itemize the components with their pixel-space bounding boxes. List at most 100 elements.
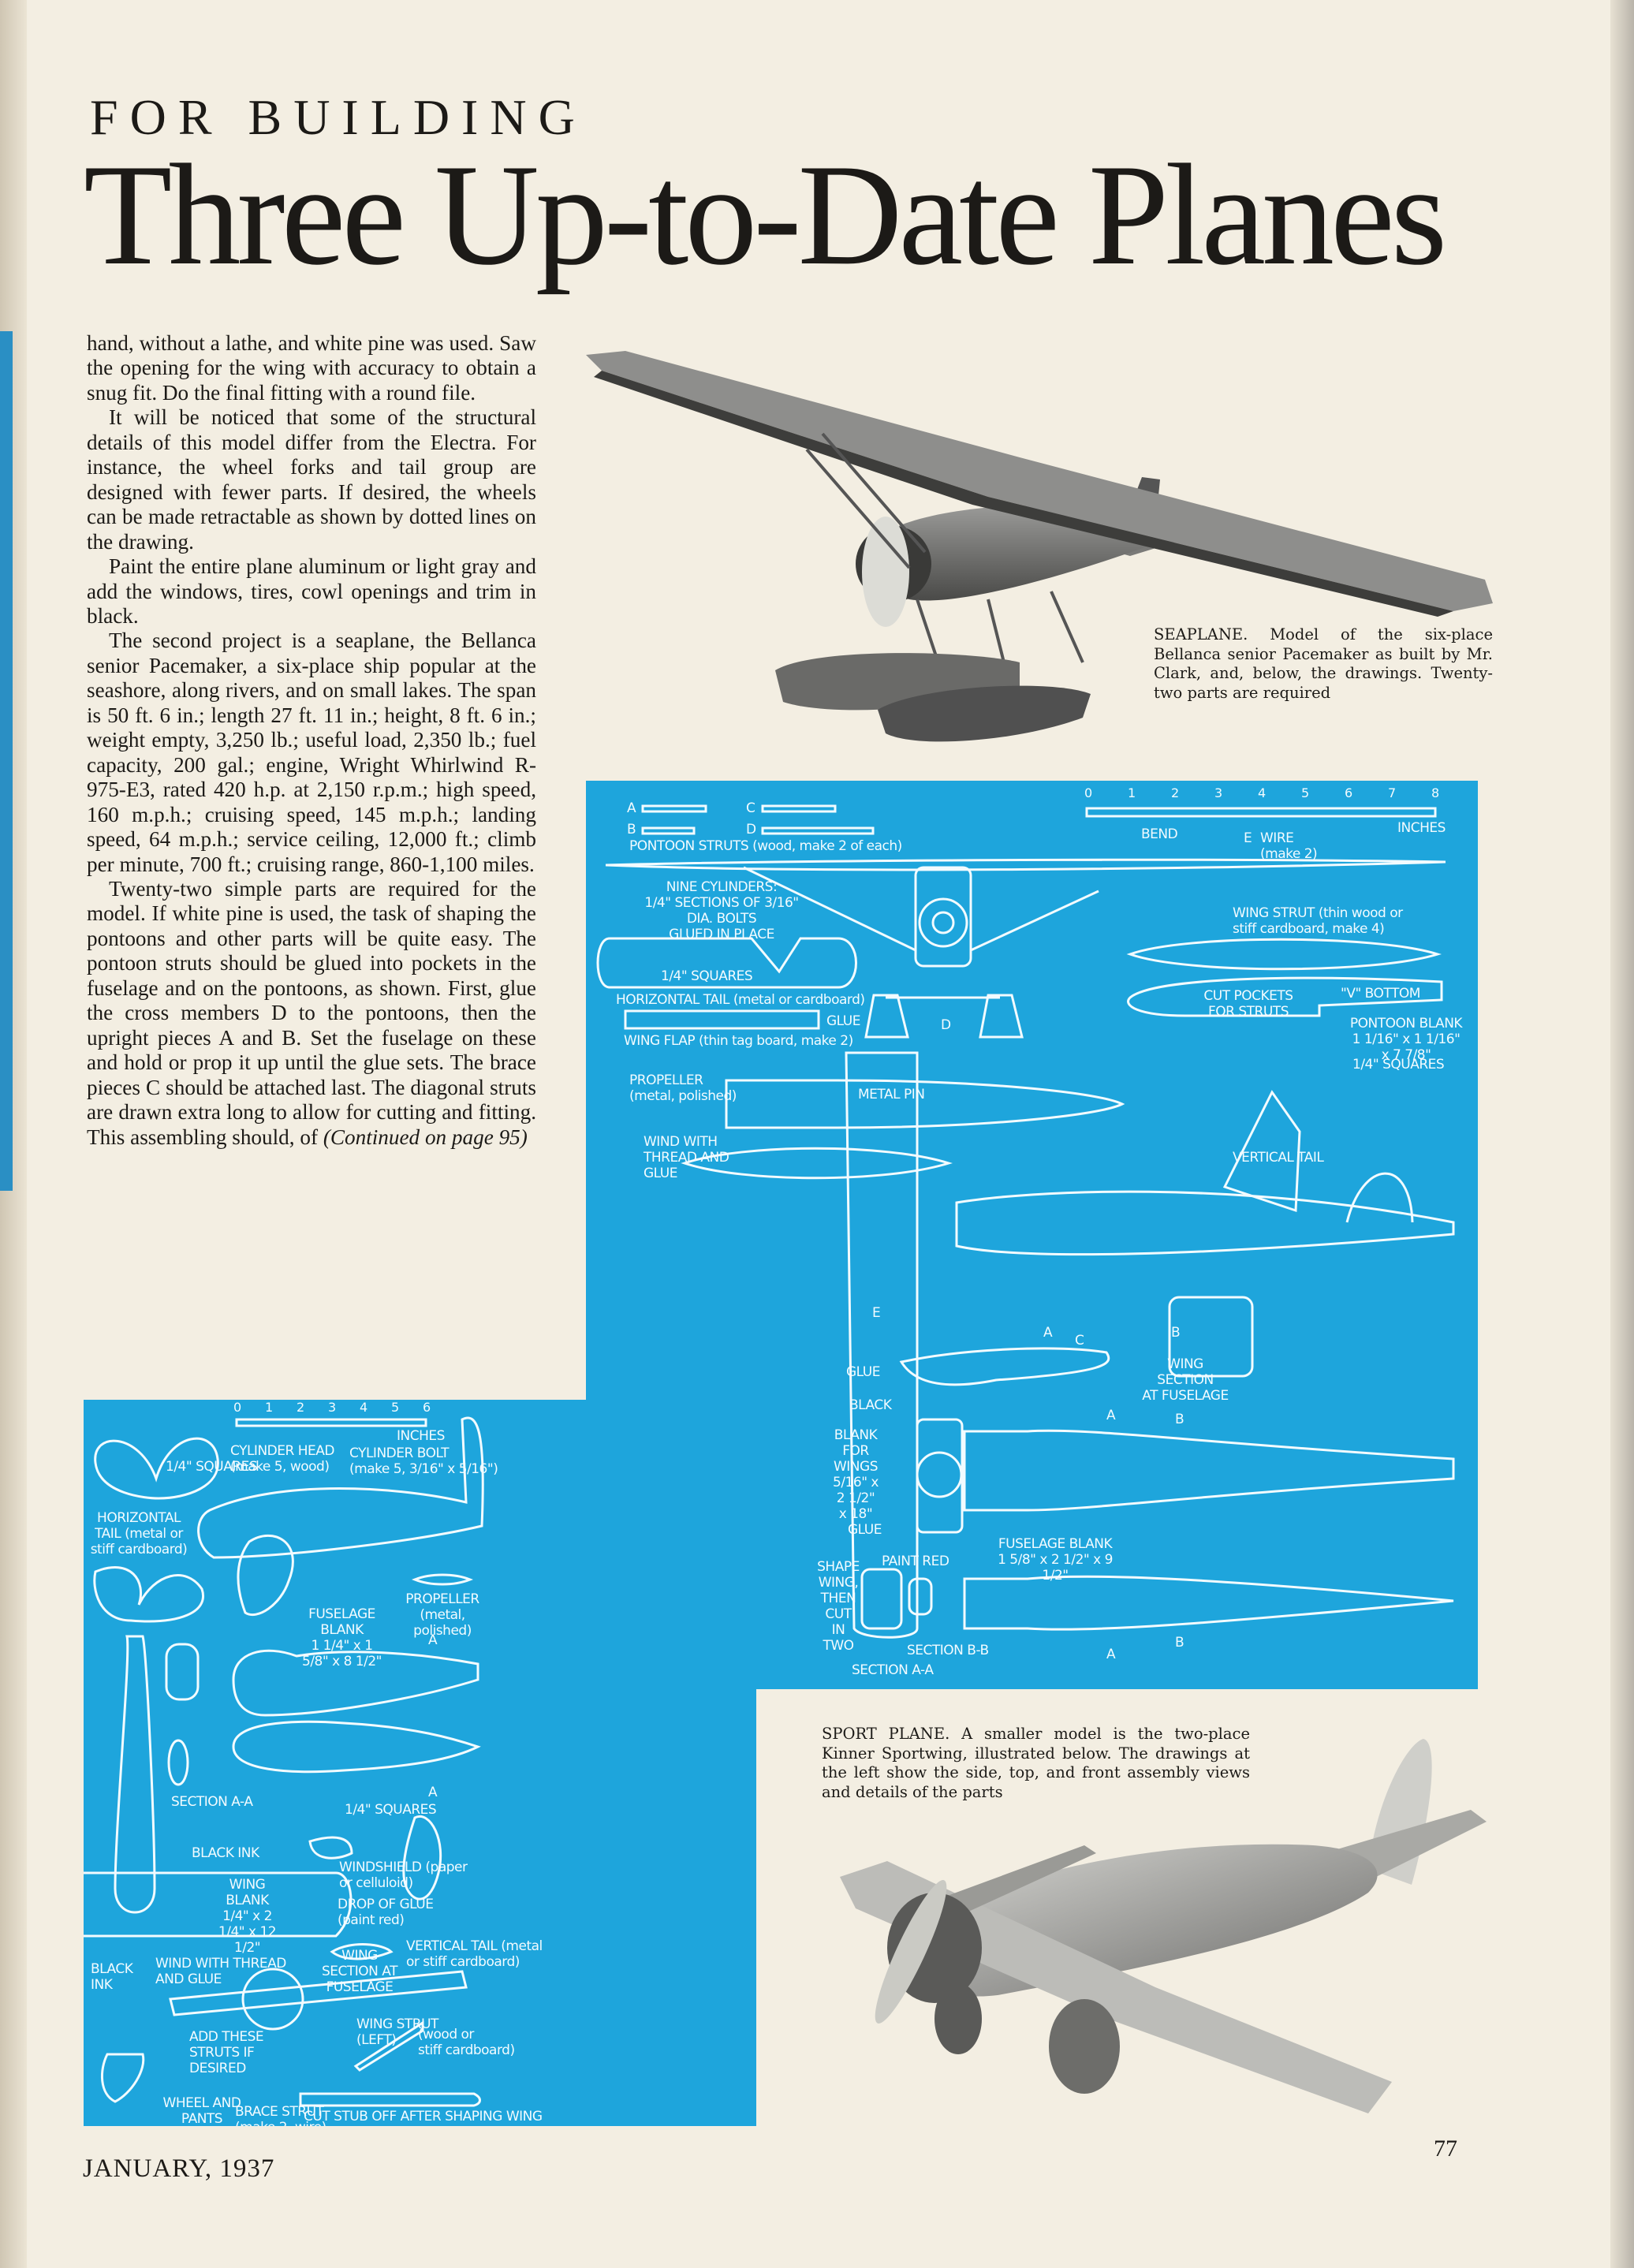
- side-view: [197, 1416, 484, 1559]
- label-cylinder-head: CYLINDER HEAD (make 5, wood): [230, 1443, 334, 1475]
- wing-strut-line: [743, 866, 916, 952]
- seaplane-fuselage-top: [725, 1079, 1125, 1129]
- seaplane-blueprint-drawing: [596, 804, 1455, 1639]
- label-brace-strut: BRACE STRUT (make 2, wire): [235, 2104, 326, 2126]
- wing-strut-line: [970, 890, 1099, 952]
- label-b-gear: B: [1171, 1325, 1181, 1341]
- pontoon-front-right: [979, 994, 1024, 1039]
- label-a-gear: A: [1043, 1325, 1053, 1341]
- fuselage-blank-side: [232, 1649, 479, 1717]
- ruler-tick: 6: [1345, 785, 1353, 800]
- wing-section: [330, 1943, 394, 1960]
- label-d-circle: D: [941, 1017, 951, 1033]
- issue-date: JANUARY, 1937: [83, 2154, 275, 2183]
- label-wire: WIRE (make 2): [1260, 830, 1318, 862]
- ruler-tick: 4: [360, 1400, 368, 1415]
- fuselage-blank-top: [232, 1720, 481, 1774]
- ruler-tick: 3: [328, 1400, 337, 1415]
- propeller-side: [411, 1573, 474, 1586]
- ruler: [235, 1418, 427, 1427]
- label-wind-thread: WIND WITH THREAD AND GLUE: [644, 1134, 729, 1181]
- vertical-tail: [402, 1815, 442, 1901]
- label-fuselage-blank: FUSELAGE BLANK 1 1/4" x 1 5/8" x 8 1/2": [302, 1606, 382, 1669]
- label-wheel-pants: WHEEL AND PANTS (one piece): [162, 2095, 241, 2126]
- label-e-fuselage: E: [872, 1305, 881, 1321]
- wing-blank: [84, 1871, 353, 1938]
- wheel-and-pants: [100, 2053, 145, 2103]
- label-section-a-a: SECTION A-A: [171, 1794, 253, 1810]
- label-pontoon-struts: PONTOON STRUTS (wood, make 2 of each): [629, 838, 902, 854]
- seaplane-caption: SEAPLANE. Model of the six-place Bellanc…: [1154, 625, 1493, 702]
- label-shape-wing: SHAPE WING, THEN CUT IN TWO: [817, 1559, 860, 1654]
- engine-hub: [931, 911, 955, 934]
- engine-face: [918, 897, 968, 948]
- label-e-circle: E: [1244, 830, 1252, 846]
- label-quarter-squares: 1/4" SQUARES: [661, 968, 753, 984]
- ruler-tick: 5: [1301, 785, 1310, 800]
- label-propeller: PROPELLER (metal, polished): [629, 1072, 737, 1104]
- strut-b: [641, 826, 696, 835]
- front-view-wing: [169, 1970, 468, 2016]
- sport-plane-blueprint: 0 1 2 3 4 5 6 INCHES 1/4" SQUARES CYLIND…: [84, 1400, 756, 2126]
- top-view-fuselage: [114, 1635, 156, 1914]
- continued-link[interactable]: (Continued on page 95): [323, 1125, 528, 1149]
- label-glue: GLUE: [826, 1013, 860, 1029]
- label-fuselage-blank: FUSELAGE BLANK 1 5/8" x 2 1/2" x 9 1/2": [998, 1536, 1113, 1583]
- front-view-engine: [241, 1968, 304, 2031]
- label-add-struts: ADD THESE STRUTS IF DESIRED: [189, 2029, 264, 2076]
- label-quarter-squares-2: 1/4" SQUARES: [1352, 1057, 1445, 1072]
- paragraph-last: Twenty-two simple parts are required for…: [87, 877, 536, 1150]
- section-a-a-shape: [167, 1739, 189, 1786]
- ruler-tick: 5: [391, 1400, 400, 1415]
- label-wing-section: WING SECTION AT FUSELAGE: [1142, 1356, 1229, 1404]
- label-cylinder-bolt: CYLINDER BOLT (make 5, 3/16" x 5/16"): [349, 1445, 498, 1477]
- side-view-fuselage: [955, 1190, 1455, 1256]
- side-view-tail: [1345, 1172, 1414, 1223]
- nose-view: [916, 1418, 964, 1534]
- ruler-tick: 7: [1388, 785, 1397, 800]
- horizontal-tail-plan: [93, 1566, 204, 1623]
- wing-stub: [299, 2092, 481, 2107]
- sport-wheel-pant-2: [935, 1983, 982, 2054]
- label-a-top: A: [1106, 1408, 1116, 1423]
- label-wind-thread: WIND WITH THREAD AND GLUE: [155, 1956, 286, 1987]
- label-wing-blank: WING BLANK 1/4" x 2 1/4" x 12 1/2": [218, 1877, 277, 1956]
- label-horizontal-tail: HORIZONTAL TAIL (metal or cardboard): [616, 992, 865, 1008]
- kicker-heading: FOR BUILDING: [90, 89, 587, 145]
- nose-engine: [916, 1451, 963, 1498]
- page-edge: [1610, 0, 1634, 2268]
- sport-blueprint-drawing: [84, 1416, 484, 2107]
- label-a: A: [627, 800, 636, 816]
- label-d: D: [746, 822, 756, 837]
- section-front: [165, 1643, 200, 1701]
- paragraph: hand, without a lathe, and white pine wa…: [87, 331, 536, 405]
- ruler-tick: 4: [1258, 785, 1267, 800]
- label-inches: INCHES: [397, 1428, 445, 1444]
- label-black: BLACK: [849, 1397, 892, 1413]
- fuselage-blank-top: [963, 1575, 1454, 1631]
- sport-propeller: [875, 1880, 947, 2024]
- strut-a: [641, 804, 707, 813]
- label-metal-pin: METAL PIN: [858, 1087, 925, 1102]
- label-glue-3: GLUE: [848, 1522, 882, 1538]
- label-paint-red: PAINT RED: [882, 1554, 949, 1569]
- wing-plan: [605, 858, 1446, 871]
- page-number: 77: [1434, 2136, 1457, 2162]
- wing-flap: [624, 1009, 820, 1030]
- label-section-a-a: SECTION A-A: [852, 1662, 934, 1678]
- label-section-b-b: SECTION B-B: [907, 1643, 989, 1658]
- ruler-tick: 6: [423, 1400, 431, 1415]
- label-quarter-squares: 1/4" SQUARES: [166, 1459, 258, 1475]
- label-nine-cylinders: NINE CYLINDERS: 1/4" SECTIONS OF 3/16" D…: [644, 879, 799, 942]
- ruler-tick: 1: [265, 1400, 274, 1415]
- label-black-ink-2: BLACK INK: [91, 1961, 133, 1993]
- label-wood-or-cardboard: (wood or stiff cardboard): [418, 2027, 515, 2058]
- label-a-top: A: [428, 1632, 438, 1648]
- label-wing-strut: WING STRUT (thin wood or stiff cardboard…: [1233, 905, 1403, 937]
- seaplane-propeller: [862, 517, 909, 627]
- paragraph: It will be noticed that some of the stru…: [87, 405, 536, 554]
- label-c: C: [746, 800, 755, 816]
- fuselage-blank-side: [963, 1429, 1455, 1512]
- label-propeller: PROPELLER (metal, polished): [405, 1591, 479, 1639]
- horizontal-tail: [94, 1437, 219, 1500]
